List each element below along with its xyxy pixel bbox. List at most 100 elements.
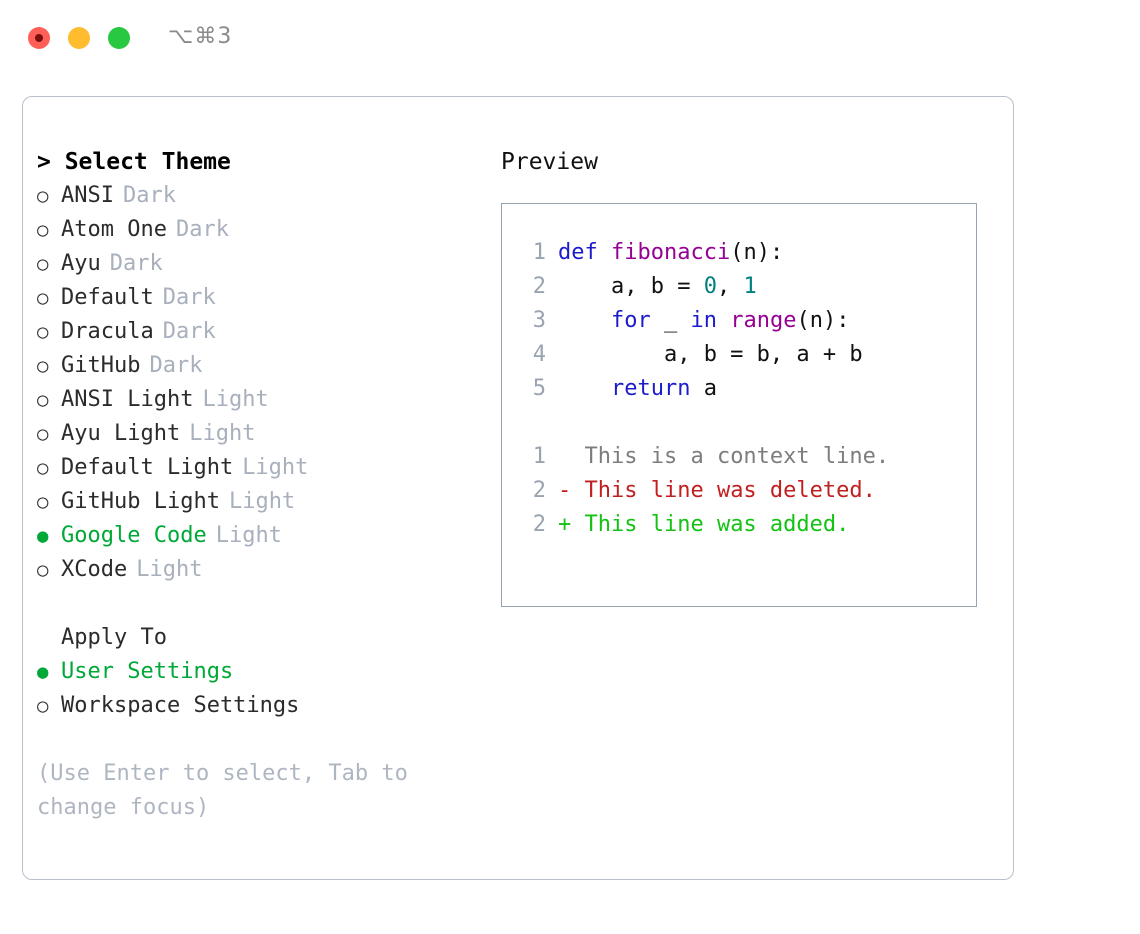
apply-to-label: Workspace Settings (61, 693, 300, 718)
token-pl (558, 376, 611, 401)
close-button[interactable] (28, 27, 50, 49)
diff-line: 2+ This line was added. (518, 508, 976, 542)
radio-unselected-icon: ○ (37, 423, 49, 445)
token-pl: _ (650, 308, 691, 333)
apply-to-list[interactable]: ● User Settings ○ Workspace Settings (37, 655, 497, 723)
theme-name: Ayu Light (61, 421, 181, 446)
maximize-button[interactable] (108, 27, 130, 49)
code-line: 5 return a (518, 372, 976, 406)
radio-unselected-icon: ○ (37, 457, 49, 479)
diff-sign: + (558, 512, 572, 537)
line-number: 2 (532, 274, 546, 299)
theme-name: Atom One (61, 217, 167, 242)
preview-spacer (518, 406, 976, 440)
apply-to-option-workspace-settings[interactable]: ○ Workspace Settings (37, 689, 497, 723)
diff-content: This line was deleted. (571, 478, 876, 503)
radio-selected-icon: ● (37, 661, 49, 683)
radio-unselected-icon: ○ (37, 389, 49, 411)
apply-to-option-user-settings[interactable]: ● User Settings (37, 655, 497, 689)
code-line: 4 a, b = b, a + b (518, 338, 976, 372)
code-line: 3 for _ in range(n): (518, 304, 976, 338)
keyboard-hint-text: (Use Enter to select, Tab to change focu… (37, 761, 422, 820)
radio-unselected-icon: ○ (37, 253, 49, 275)
theme-option-atom-one[interactable]: ○ Atom One Dark (37, 213, 497, 247)
theme-name: ANSI (61, 183, 114, 208)
code-text: return a (558, 372, 717, 406)
radio-unselected-icon: ○ (37, 287, 49, 309)
theme-option-github[interactable]: ○ GitHub Dark (37, 349, 497, 383)
line-number: 1 (532, 444, 546, 469)
diff-text-ctx: This is a context line. (558, 440, 889, 474)
code-text: for _ in range(n): (558, 304, 849, 338)
token-kw: in (690, 308, 717, 333)
theme-name: Default (61, 285, 154, 310)
theme-option-default[interactable]: ○ Default Dark (37, 281, 497, 315)
token-pl: a, b = (558, 274, 704, 299)
theme-name: XCode (61, 557, 128, 582)
theme-variant-tag: Light (136, 557, 203, 582)
theme-variant-tag: Dark (162, 285, 216, 310)
radio-unselected-icon: ○ (37, 695, 49, 717)
theme-variant-tag: Dark (175, 217, 229, 242)
diff-text-del: - This line was deleted. (558, 474, 876, 508)
token-pl (717, 308, 730, 333)
line-number: 5 (532, 376, 546, 401)
diff-text-add: + This line was added. (558, 508, 849, 542)
theme-name: ANSI Light (61, 387, 194, 412)
code-line: 2 a, b = 0, 1 (518, 270, 976, 304)
theme-option-ansi[interactable]: ○ ANSI Dark (37, 179, 497, 213)
diff-sample: 1 This is a context line.2- This line wa… (518, 440, 976, 542)
code-text: a, b = 0, 1 (558, 270, 757, 304)
token-kw: for (610, 308, 651, 333)
radio-unselected-icon: ○ (37, 321, 49, 343)
diff-content: This is a context line. (571, 444, 890, 469)
radio-selected-icon: ● (37, 525, 49, 547)
preview-heading: Preview (501, 149, 598, 175)
line-number: 3 (532, 308, 546, 333)
radio-unselected-icon: ○ (37, 219, 49, 241)
theme-variant-tag: Dark (162, 319, 216, 344)
diff-sign: - (558, 478, 572, 503)
token-kw: return (610, 376, 691, 401)
theme-variant-tag: Dark (149, 353, 203, 378)
token-pl: (n): (796, 308, 850, 333)
diff-content: This line was added. (571, 512, 850, 537)
token-fn: fibonacci (610, 240, 731, 265)
diff-sign (558, 444, 571, 469)
keyboard-shortcut-label: ⌥⌘3 (168, 24, 233, 49)
theme-variant-tag: Dark (122, 183, 176, 208)
apply-to-label: User Settings (61, 659, 234, 684)
window-controls (28, 27, 130, 49)
theme-name: Ayu (61, 251, 101, 276)
token-pl: a (690, 376, 717, 401)
code-text: a, b = b, a + b (558, 338, 863, 372)
theme-name: Google Code (61, 523, 207, 548)
token-kw: def (558, 240, 611, 265)
code-text: def fibonacci(n): (558, 236, 783, 270)
radio-unselected-icon: ○ (37, 355, 49, 377)
title-bar: ⌥⌘3 (0, 0, 1140, 78)
token-fn: range (730, 308, 797, 333)
token-pl: (n): (730, 240, 784, 265)
minimize-button[interactable] (68, 27, 90, 49)
theme-name: GitHub (61, 353, 141, 378)
theme-variant-tag: Light (242, 455, 309, 480)
line-number: 4 (532, 342, 546, 367)
theme-name: GitHub Light (61, 489, 220, 514)
radio-unselected-icon: ○ (37, 185, 49, 207)
